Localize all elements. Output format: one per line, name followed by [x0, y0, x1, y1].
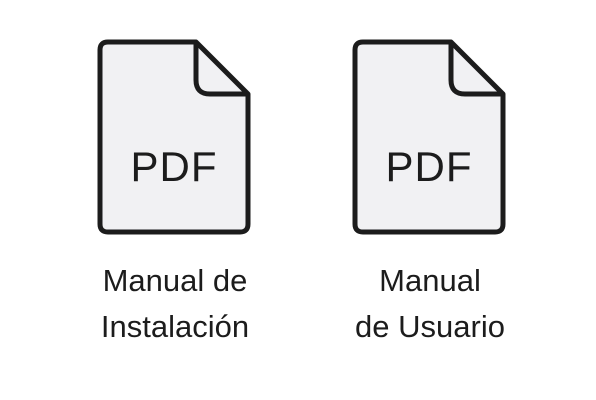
file-type-label: PDF [385, 143, 473, 190]
file-name-line: Manual [379, 263, 481, 298]
file-type-label: PDF [130, 143, 218, 190]
file-item-manual-de-instalacion[interactable]: PDF Manual de Instalación [70, 30, 280, 360]
pdf-file-icon: PDF [347, 34, 511, 240]
file-item-manual-de-usuario[interactable]: PDF Manual de Usuario [325, 30, 535, 360]
file-name-line: de Usuario [355, 309, 505, 344]
pdf-file-icon-graphic [352, 39, 506, 235]
pdf-file-icon-graphic [97, 39, 251, 235]
file-name-label: Manual de Usuario [325, 258, 535, 350]
file-name-line: Manual de [102, 263, 248, 298]
pdf-file-icon: PDF [92, 34, 256, 240]
file-name-line: Instalación [100, 309, 250, 344]
file-name-label: Manual de Instalación [70, 258, 280, 350]
